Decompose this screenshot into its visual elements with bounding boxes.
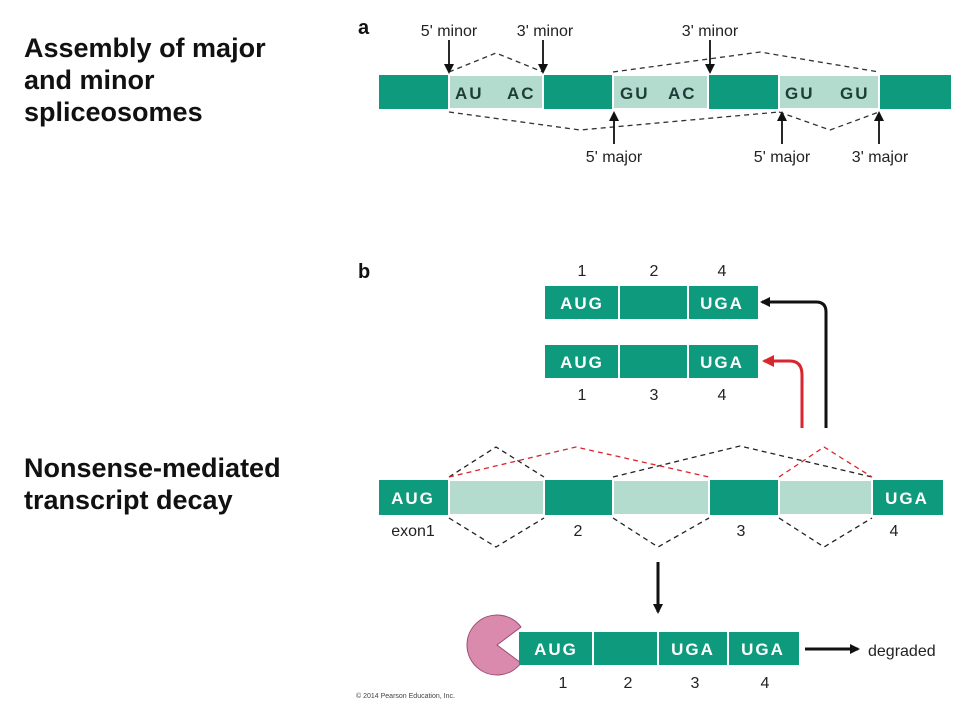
- decay-exon-num: 1: [559, 675, 568, 692]
- seq-gu: GU: [620, 84, 650, 103]
- title-nmd-line2: transcript decay: [24, 485, 233, 515]
- mrna2-exon-num: 1: [578, 387, 587, 404]
- minor-splice-path: [448, 52, 544, 73]
- arrow-to-mrna2: [762, 355, 804, 428]
- degraded-label: degraded: [868, 643, 936, 660]
- minor-splice-path-2: [612, 51, 880, 73]
- label-3-minor: 3' minor: [517, 23, 574, 40]
- copyright: © 2014 Pearson Education, Inc.: [356, 692, 455, 700]
- mrna-1-3-4: [545, 345, 758, 378]
- start-codon: AUG: [534, 640, 578, 659]
- splice-path-red: [778, 446, 873, 478]
- splice-path-black: [448, 517, 545, 548]
- seq-au: AU: [455, 84, 484, 103]
- label-5-major-2: 5' major: [754, 149, 811, 166]
- splice-path-black: [778, 517, 873, 548]
- mrna1-exon-num: 1: [578, 263, 587, 280]
- seq-gu: GU: [785, 84, 815, 103]
- start-codon: AUG: [391, 489, 435, 508]
- major-splice-path-2: [778, 111, 880, 131]
- label-5-major: 5' major: [586, 149, 643, 166]
- major-splice-path: [448, 111, 780, 131]
- title-assembly: Assembly of major and minor spliceosomes: [24, 32, 266, 128]
- stop-codon: UGA: [671, 640, 715, 659]
- intron-b3: [778, 479, 873, 516]
- splice-path-black: [612, 517, 710, 548]
- exon-label: 2: [574, 523, 583, 540]
- exon-label: 4: [890, 523, 899, 540]
- decay-exon-num: 4: [761, 675, 770, 692]
- seq-ac: AC: [668, 84, 697, 103]
- label-5-minor: 5' minor: [421, 23, 478, 40]
- intron-b1: [448, 479, 545, 516]
- label-3-major: 3' major: [852, 149, 909, 166]
- start-codon: AUG: [560, 353, 604, 372]
- stop-codon: UGA: [700, 353, 744, 372]
- stop-codon: UGA: [741, 640, 785, 659]
- decay-exon-num: 3: [691, 675, 700, 692]
- title-nmd-line1: Nonsense-mediated: [24, 453, 281, 483]
- splice-path-black: [448, 446, 545, 478]
- exon-label: 3: [737, 523, 746, 540]
- seq-ac: AC: [507, 84, 536, 103]
- splice-path-black: [612, 445, 873, 478]
- title-assembly-line1: Assembly of major: [24, 33, 266, 63]
- intron-minor: [448, 74, 544, 110]
- title-assembly-line2: and minor: [24, 65, 155, 95]
- exon-label: exon1: [391, 523, 435, 540]
- decay-exon-num: 2: [624, 675, 633, 692]
- panel-b-label: b: [358, 261, 370, 283]
- intron-major-1: [612, 74, 709, 110]
- exonuclease-icon: [466, 614, 522, 676]
- mrna1-exon-num: 4: [718, 263, 727, 280]
- title-nmd: Nonsense-mediated transcript decay: [24, 452, 281, 516]
- mrna2-exon-num: 4: [718, 387, 727, 404]
- panel-a-label: a: [358, 17, 370, 39]
- seq-ag: GU: [840, 84, 870, 103]
- mrna-1-2-4: [545, 286, 758, 319]
- intron-major-2: [778, 74, 880, 110]
- mrna2-exon-num: 3: [650, 387, 659, 404]
- start-codon: AUG: [560, 294, 604, 313]
- splice-path-red: [448, 446, 710, 478]
- intron-b2: [612, 479, 710, 516]
- stop-codon: UGA: [885, 489, 929, 508]
- stop-codon: UGA: [700, 294, 744, 313]
- title-assembly-line3: spliceosomes: [24, 97, 203, 127]
- arrow-to-mrna1: [760, 297, 828, 428]
- mrna1-exon-num: 2: [650, 263, 659, 280]
- label-3-minor-2: 3' minor: [682, 23, 739, 40]
